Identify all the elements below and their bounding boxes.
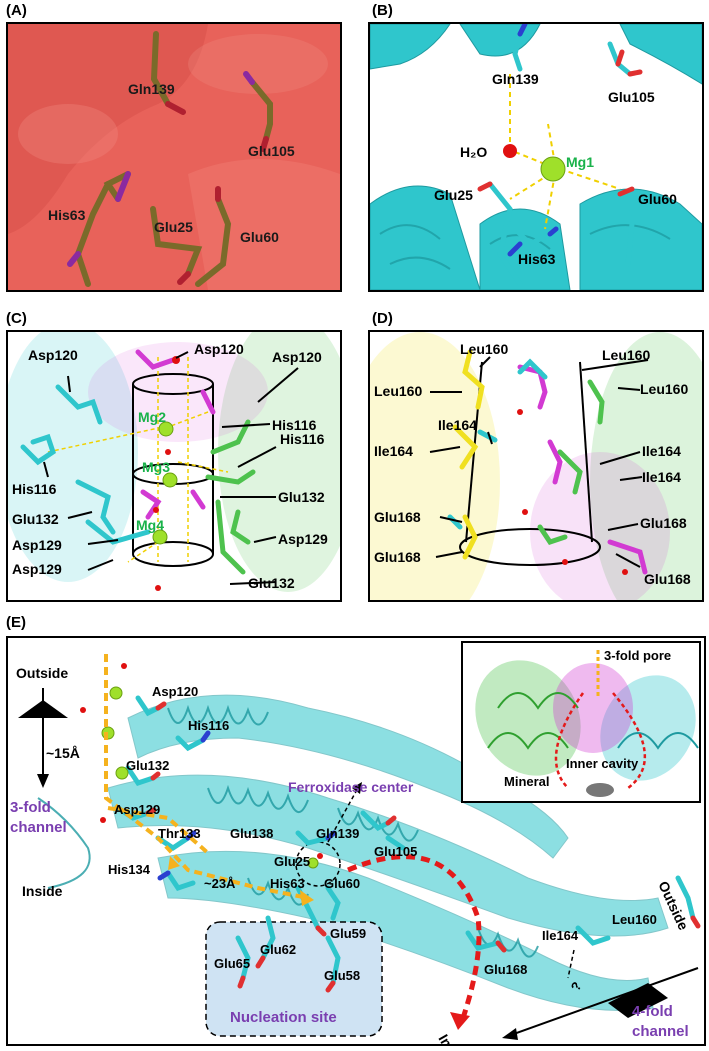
panel-e: 3-fold pore Inner cavity Mineral Outside… [6,636,706,1046]
label-mg1: Mg1 [566,154,594,170]
label-glu25: Glu25 [274,854,310,869]
label-glu138: Glu138 [230,826,273,841]
label-glu168-a: Glu168 [374,509,421,525]
label-glu60: Glu60 [240,229,279,245]
panel-c-tag: (C) [6,310,27,327]
label-glu60: Glu60 [638,191,677,207]
label-his134: His134 [108,862,151,877]
label-distance-23: ~23Å [204,876,236,891]
label-glu168-b: Glu168 [640,515,687,531]
label-asp120: Asp120 [152,684,198,699]
label-mg4: Mg4 [136,517,164,533]
label-his116-a: His116 [12,481,57,497]
label-glu25: Glu25 [154,219,193,235]
panel-d-tag: (D) [372,310,393,327]
inset-mineral: Mineral [504,774,550,789]
label-glu132-b: Glu132 [278,489,325,505]
label-glu25: Glu25 [434,187,473,203]
label-glu132-c: Glu132 [248,575,295,591]
nucleation-site-box [205,921,383,1037]
label-gln139: Gln139 [492,71,539,87]
label-inside-left: Inside [22,883,63,899]
label-thr133: Thr133 [158,826,201,841]
inset-inner-cavity: Inner cavity [566,756,639,771]
label-outside-left: Outside [16,665,68,681]
panel-b: Gln139 Glu105 H₂O Mg1 Glu25 His63 Glu60 [368,22,704,292]
inset-three-fold-pore: 3-fold pore [604,648,671,663]
label-mg3: Mg3 [142,459,170,475]
label-asp129-a: Asp129 [12,537,62,553]
label-ile164-b: Ile164 [438,417,477,433]
label-glu132-a: Glu132 [12,511,59,527]
label-ile164-c: Ile164 [642,443,681,459]
label-glu65: Glu65 [214,956,250,971]
label-three-fold-channel-1: 3-fold [10,799,51,816]
panel-e-tag: (E) [6,614,26,631]
label-four-fold-channel-2: channel [632,1023,689,1040]
label-leu160-b: Leu160 [460,341,508,357]
label-asp120-a: Asp120 [28,347,78,363]
label-leu160: Leu160 [612,912,657,927]
label-ile164: Ile164 [542,928,579,943]
label-gln139: Gln139 [316,826,359,841]
label-glu58: Glu58 [324,968,360,983]
label-distance-15: ~15Å [46,745,80,761]
panel-c: Asp120 Asp120 Asp120 His116 His116 His11… [6,330,342,602]
label-his63: His63 [270,876,305,891]
label-mg2: Mg2 [138,409,166,425]
panel-b-tag: (B) [372,2,393,19]
label-leu160-d: Leu160 [640,381,688,397]
label-glu105: Glu105 [374,844,417,859]
inset: 3-fold pore Inner cavity Mineral [461,641,701,803]
panel-a-tag: (A) [6,2,27,19]
label-his116-b: His116 [272,417,317,433]
label-asp129-b: Asp129 [278,531,328,547]
label-his116: His116 [188,718,229,733]
label-glu105: Glu105 [248,143,295,159]
label-leu160-a: Leu160 [374,383,422,399]
label-gln139: Gln139 [128,81,175,97]
panel-d: Leu160 Leu160 Leu160 Leu160 Ile164 Ile16… [368,330,704,602]
label-three-fold-channel-2: channel [10,819,67,836]
label-glu168-d: Glu168 [644,571,691,587]
label-his63: His63 [48,207,86,223]
label-glu132: Glu132 [126,758,169,773]
label-ile164-a: Ile164 [374,443,413,459]
label-leu160-c: Leu160 [602,347,650,363]
label-asp129-c: Asp129 [12,561,62,577]
label-glu168-c: Glu168 [374,549,421,565]
label-glu105: Glu105 [608,89,655,105]
label-ile164-d: Ile164 [642,469,681,485]
label-glu168: Glu168 [484,962,527,977]
label-glu59: Glu59 [330,926,366,941]
label-glu60: Glu60 [324,876,360,891]
label-glu62: Glu62 [260,942,296,957]
panel-a: Gln139 Glu105 His63 Glu25 Glu60 [6,22,342,292]
label-ferroxidase-center: Ferroxidase center [288,779,414,795]
label-asp120-c: Asp120 [272,349,322,365]
label-asp120-b: Asp120 [194,341,244,357]
label-h2o: H₂O [460,144,487,160]
label-nucleation-site: Nucleation site [230,1009,337,1026]
label-his116-c: His116 [280,431,325,447]
label-four-fold-channel-1: 4-fold [632,1003,673,1020]
label-asp129: Asp129 [114,802,160,817]
label-his63: His63 [518,251,556,267]
